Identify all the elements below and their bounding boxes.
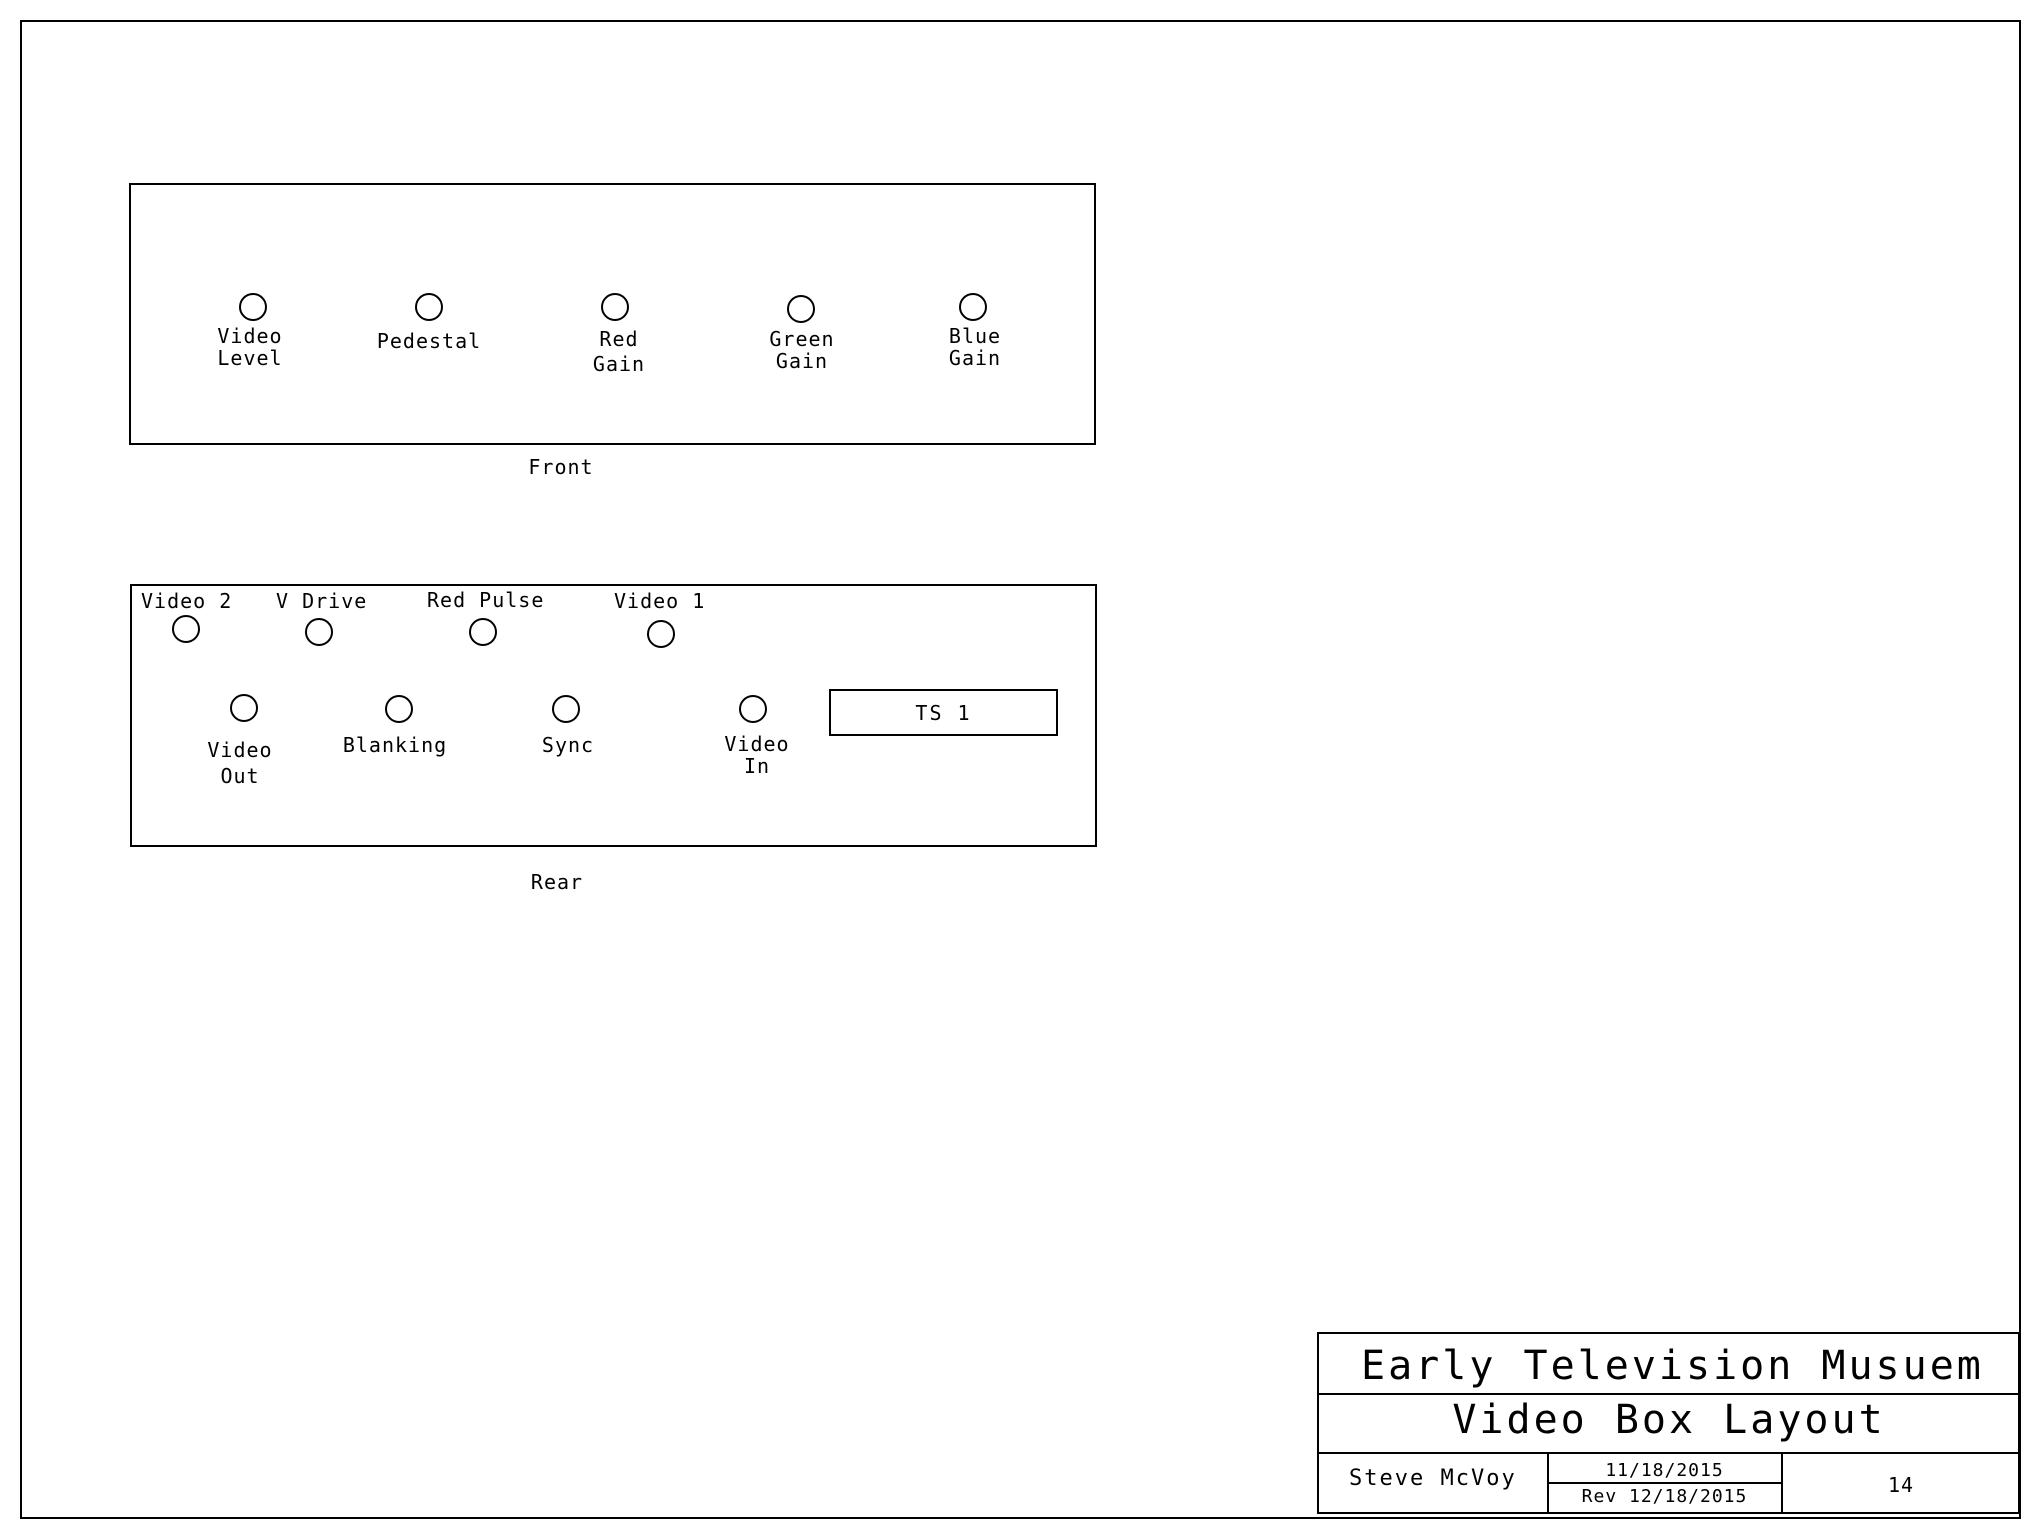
- v-drive-jack[interactable]: [305, 618, 333, 646]
- rear-caption: Rear: [530, 870, 584, 894]
- terminal-strip-label: TS 1: [915, 700, 972, 725]
- title-block: Early Television Musuem Video Box Layout…: [1317, 1332, 2020, 1514]
- pedestal-knob[interactable]: [415, 293, 443, 321]
- terminal-strip-ts1: TS 1: [829, 689, 1058, 736]
- video-level-knob[interactable]: [239, 293, 267, 321]
- video-1-label: Video 1: [614, 589, 706, 613]
- video-in-jack[interactable]: [739, 695, 767, 723]
- revision-date: Rev 12/18/2015: [1581, 1486, 1748, 1507]
- sync-jack[interactable]: [552, 695, 580, 723]
- video-1-jack[interactable]: [647, 620, 675, 648]
- title-block-divider-1: [1319, 1393, 2018, 1395]
- red-gain-label: Red Gain: [592, 327, 646, 376]
- v-drive-label: V Drive: [276, 589, 368, 613]
- blue-gain-knob[interactable]: [959, 293, 987, 321]
- organization-name: Early Television Musuem: [1361, 1343, 1984, 1389]
- green-gain-knob[interactable]: [787, 295, 815, 323]
- red-pulse-label: Red Pulse: [427, 588, 545, 612]
- red-gain-knob[interactable]: [601, 293, 629, 321]
- front-caption: Front: [528, 455, 594, 479]
- video-level-label: Video Level: [217, 324, 283, 370]
- pedestal-label: Pedestal: [376, 329, 482, 353]
- blanking-jack[interactable]: [385, 695, 413, 723]
- rear-panel: [130, 584, 1097, 847]
- video-2-jack[interactable]: [172, 615, 200, 643]
- sheet-number: 14: [1887, 1473, 1915, 1497]
- title-block-divider-2: [1319, 1452, 2018, 1454]
- drawing-border: [20, 20, 2021, 1519]
- video-out-label: Video Out: [207, 738, 273, 788]
- front-panel: [129, 183, 1096, 445]
- author-name: Steve McVoy: [1349, 1466, 1517, 1491]
- green-gain-label: Green Gain: [769, 327, 835, 373]
- video-2-label: Video 2: [141, 589, 233, 613]
- drawing-title: Video Box Layout: [1452, 1397, 1886, 1443]
- blanking-label: Blanking: [342, 733, 448, 757]
- title-block-divider-4: [1781, 1452, 1783, 1512]
- video-in-label: Video In: [724, 732, 790, 778]
- title-block-divider-5: [1547, 1482, 1781, 1484]
- blue-gain-label: Blue Gain: [948, 324, 1002, 370]
- video-out-jack[interactable]: [230, 694, 258, 722]
- red-pulse-jack[interactable]: [469, 618, 497, 646]
- drawing-date: 11/18/2015: [1605, 1460, 1724, 1481]
- sync-label: Sync: [541, 733, 595, 757]
